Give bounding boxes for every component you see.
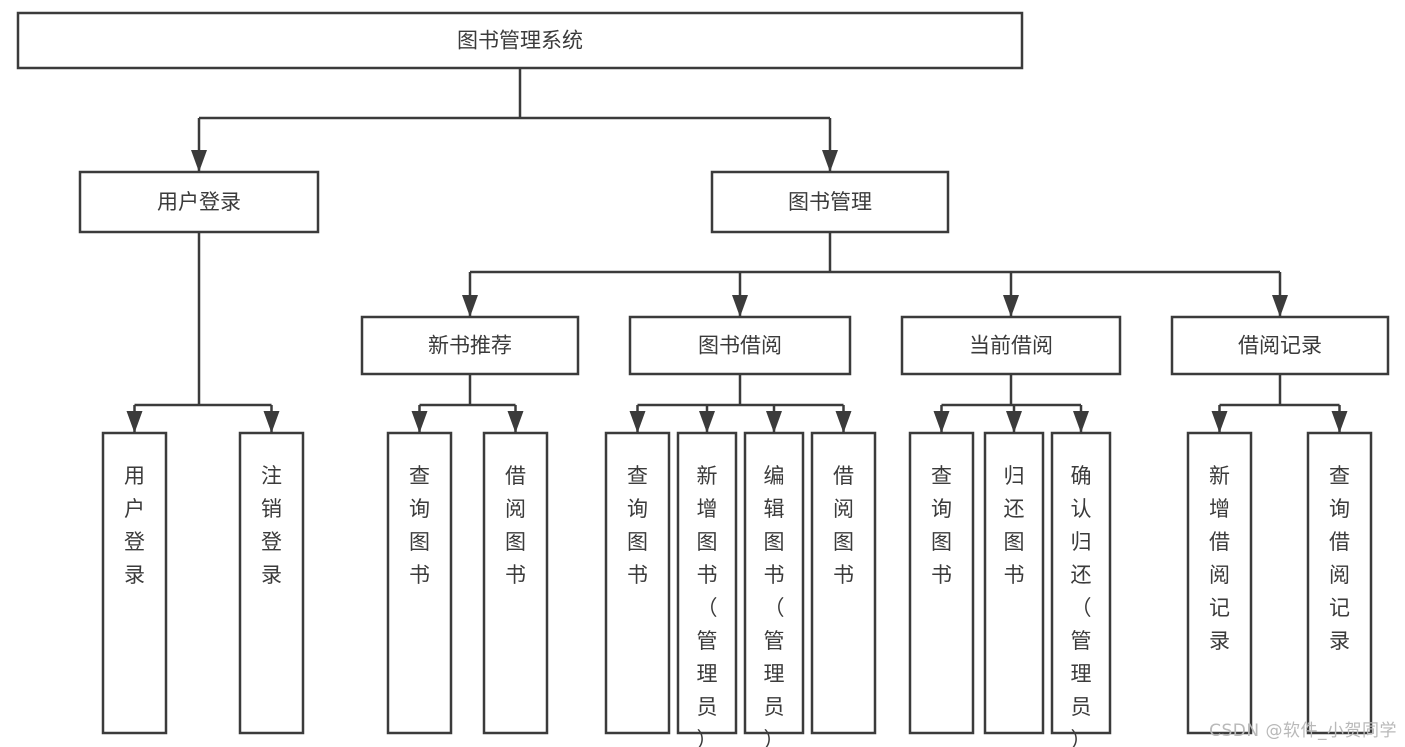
node-label-leaf-query-book-3: 查询图书 xyxy=(931,464,952,587)
node-leaf-add-book[interactable]: 新增图书（管理员） xyxy=(676,431,738,747)
node-leaf-user-login[interactable]: 用户登录 xyxy=(101,431,168,735)
node-leaf-query-book-2[interactable]: 查询图书 xyxy=(604,431,671,735)
node-box-root xyxy=(16,11,1024,70)
node-leaf-confirm-return[interactable]: 确认归还（管理员） xyxy=(1050,431,1112,747)
arrow-head xyxy=(191,150,207,172)
arrow-head xyxy=(507,411,524,433)
node-leaf-query-book-3[interactable]: 查询图书 xyxy=(908,431,975,735)
node-book-manage[interactable]: 图书管理 xyxy=(710,170,950,234)
node-label-leaf-edit-book: 编辑图书（管理员） xyxy=(764,464,785,747)
node-label-leaf-query-book-2: 查询图书 xyxy=(627,464,648,587)
arrow-head xyxy=(1272,295,1288,317)
node-label-current-borrow: 当前借阅 xyxy=(969,334,1053,358)
node-label-leaf-add-borrow-record: 新增借阅记录 xyxy=(1209,464,1230,653)
node-box-leaf-edit-book xyxy=(743,431,805,735)
node-label-leaf-return-book: 归还图书 xyxy=(1004,464,1025,587)
arrow-head xyxy=(411,411,428,433)
arrow-head xyxy=(126,411,143,433)
node-root[interactable]: 图书管理系统 xyxy=(16,11,1024,70)
node-borrow-record[interactable]: 借阅记录 xyxy=(1170,315,1390,376)
node-label-leaf-query-book-1: 查询图书 xyxy=(409,464,430,587)
node-label-leaf-query-borrow-record: 查询借阅记录 xyxy=(1329,464,1350,653)
node-leaf-return-book[interactable]: 归还图书 xyxy=(983,431,1045,735)
node-box-leaf-query-book-3 xyxy=(908,431,975,735)
arrow-head xyxy=(1331,411,1348,433)
arrow-head xyxy=(263,411,280,433)
node-box-current-borrow xyxy=(900,315,1122,376)
node-user-login[interactable]: 用户登录 xyxy=(78,170,320,234)
node-box-book-manage xyxy=(710,170,950,234)
node-leaf-edit-book[interactable]: 编辑图书（管理员） xyxy=(743,431,805,747)
node-new-book-rec[interactable]: 新书推荐 xyxy=(360,315,580,376)
node-label-leaf-borrow-book-1: 借阅图书 xyxy=(505,464,526,587)
node-leaf-add-borrow-record[interactable]: 新增借阅记录 xyxy=(1186,431,1253,735)
node-box-book-borrow xyxy=(628,315,852,376)
arrow-head xyxy=(933,411,950,433)
arrow-head xyxy=(1073,411,1089,433)
node-box-leaf-add-borrow-record xyxy=(1186,431,1253,735)
node-label-book-manage: 图书管理 xyxy=(788,190,872,214)
node-label-root: 图书管理系统 xyxy=(457,29,583,53)
node-box-leaf-borrow-book-2 xyxy=(810,431,877,735)
node-box-leaf-query-book-1 xyxy=(386,431,453,735)
arrow-head xyxy=(835,411,852,433)
node-label-leaf-user-logout: 注销登录 xyxy=(261,464,282,587)
node-leaf-query-borrow-record[interactable]: 查询借阅记录 xyxy=(1306,431,1373,735)
edges-layer xyxy=(126,68,1348,433)
node-book-borrow[interactable]: 图书借阅 xyxy=(628,315,852,376)
node-box-leaf-user-logout xyxy=(238,431,305,735)
node-box-borrow-record xyxy=(1170,315,1390,376)
node-box-leaf-return-book xyxy=(983,431,1045,735)
node-label-leaf-add-book: 新增图书（管理员） xyxy=(697,464,718,747)
node-box-leaf-borrow-book-1 xyxy=(482,431,549,735)
arrow-head xyxy=(462,295,478,317)
arrow-head xyxy=(766,411,782,433)
node-box-leaf-add-book xyxy=(676,431,738,735)
arrow-head xyxy=(732,295,748,317)
node-label-leaf-confirm-return: 确认归还（管理员） xyxy=(1071,464,1092,747)
node-box-leaf-query-book-2 xyxy=(604,431,671,735)
node-leaf-query-book-1[interactable]: 查询图书 xyxy=(386,431,453,735)
arrow-head xyxy=(1006,411,1022,433)
node-box-leaf-user-login xyxy=(101,431,168,735)
node-box-leaf-confirm-return xyxy=(1050,431,1112,735)
node-label-new-book-rec: 新书推荐 xyxy=(428,334,512,358)
node-leaf-borrow-book-2[interactable]: 借阅图书 xyxy=(810,431,877,735)
node-label-leaf-user-login: 用户登录 xyxy=(124,464,145,587)
node-label-book-borrow: 图书借阅 xyxy=(698,334,782,358)
node-label-user-login: 用户登录 xyxy=(157,190,241,214)
arrow-head xyxy=(822,150,838,172)
arrow-head xyxy=(629,411,646,433)
node-label-borrow-record: 借阅记录 xyxy=(1238,334,1322,358)
node-leaf-borrow-book-1[interactable]: 借阅图书 xyxy=(482,431,549,735)
watermark-text: CSDN @软件_小贺同学 xyxy=(1209,721,1397,741)
arrow-head xyxy=(1211,411,1228,433)
arrow-head xyxy=(1003,295,1019,317)
node-box-user-login xyxy=(78,170,320,234)
node-label-leaf-borrow-book-2: 借阅图书 xyxy=(833,464,854,587)
node-box-leaf-query-borrow-record xyxy=(1306,431,1373,735)
node-leaf-user-logout[interactable]: 注销登录 xyxy=(238,431,305,735)
node-current-borrow[interactable]: 当前借阅 xyxy=(900,315,1122,376)
nodes-layer: 图书管理系统用户登录图书管理新书推荐图书借阅当前借阅借阅记录用户登录注销登录查询… xyxy=(16,11,1390,747)
node-box-new-book-rec xyxy=(360,315,580,376)
arrow-head xyxy=(699,411,715,433)
